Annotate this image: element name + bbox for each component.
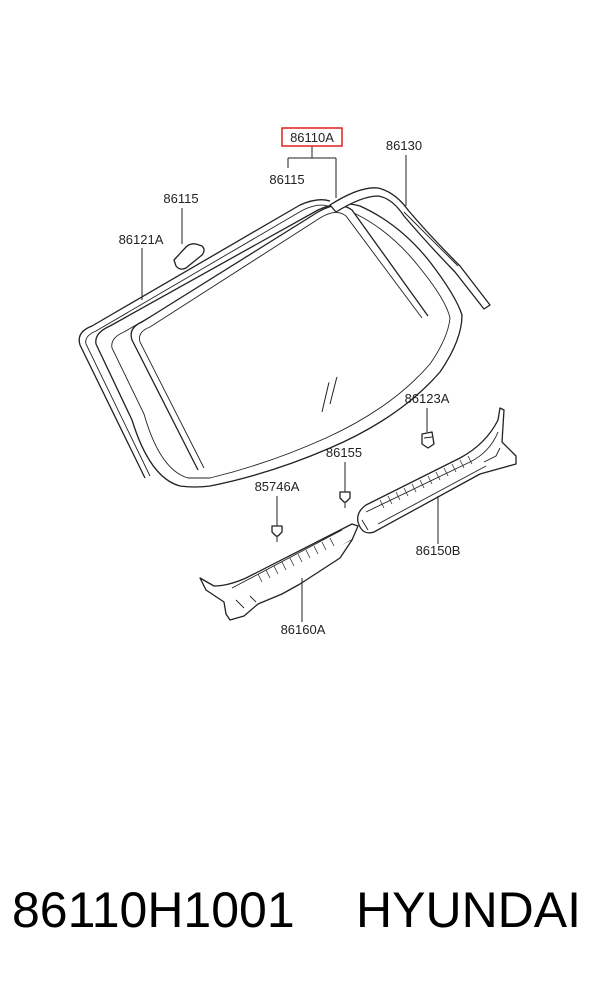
part-number-text: 86110H1001 <box>12 882 295 938</box>
molding-side-right <box>329 187 491 310</box>
brand-text: HYUNDAI <box>356 882 582 938</box>
label-86150B: 86150B <box>416 543 461 558</box>
label-86110A: 86110A <box>290 130 334 145</box>
leader-lines <box>141 146 439 622</box>
label-86121A: 86121A <box>119 232 164 247</box>
label-86155: 86155 <box>326 445 362 460</box>
cowl-panel-left <box>199 523 359 621</box>
label-86115-top: 86115 <box>269 172 304 187</box>
clip-86123A <box>421 431 435 449</box>
highlight-box <box>281 127 343 147</box>
label-85746A: 85746A <box>255 479 300 494</box>
cowl-panel-right <box>357 407 517 534</box>
fastener-86155 <box>339 491 351 508</box>
label-86160A: 86160A <box>281 622 326 637</box>
label-86115-patch: 86115 <box>163 191 198 206</box>
label-86123A: 86123A <box>405 391 450 406</box>
label-86130: 86130 <box>386 138 422 153</box>
patch-part <box>173 243 205 270</box>
footer: 86110H1001 HYUNDAI <box>0 872 600 952</box>
fastener-85746A <box>271 525 283 542</box>
